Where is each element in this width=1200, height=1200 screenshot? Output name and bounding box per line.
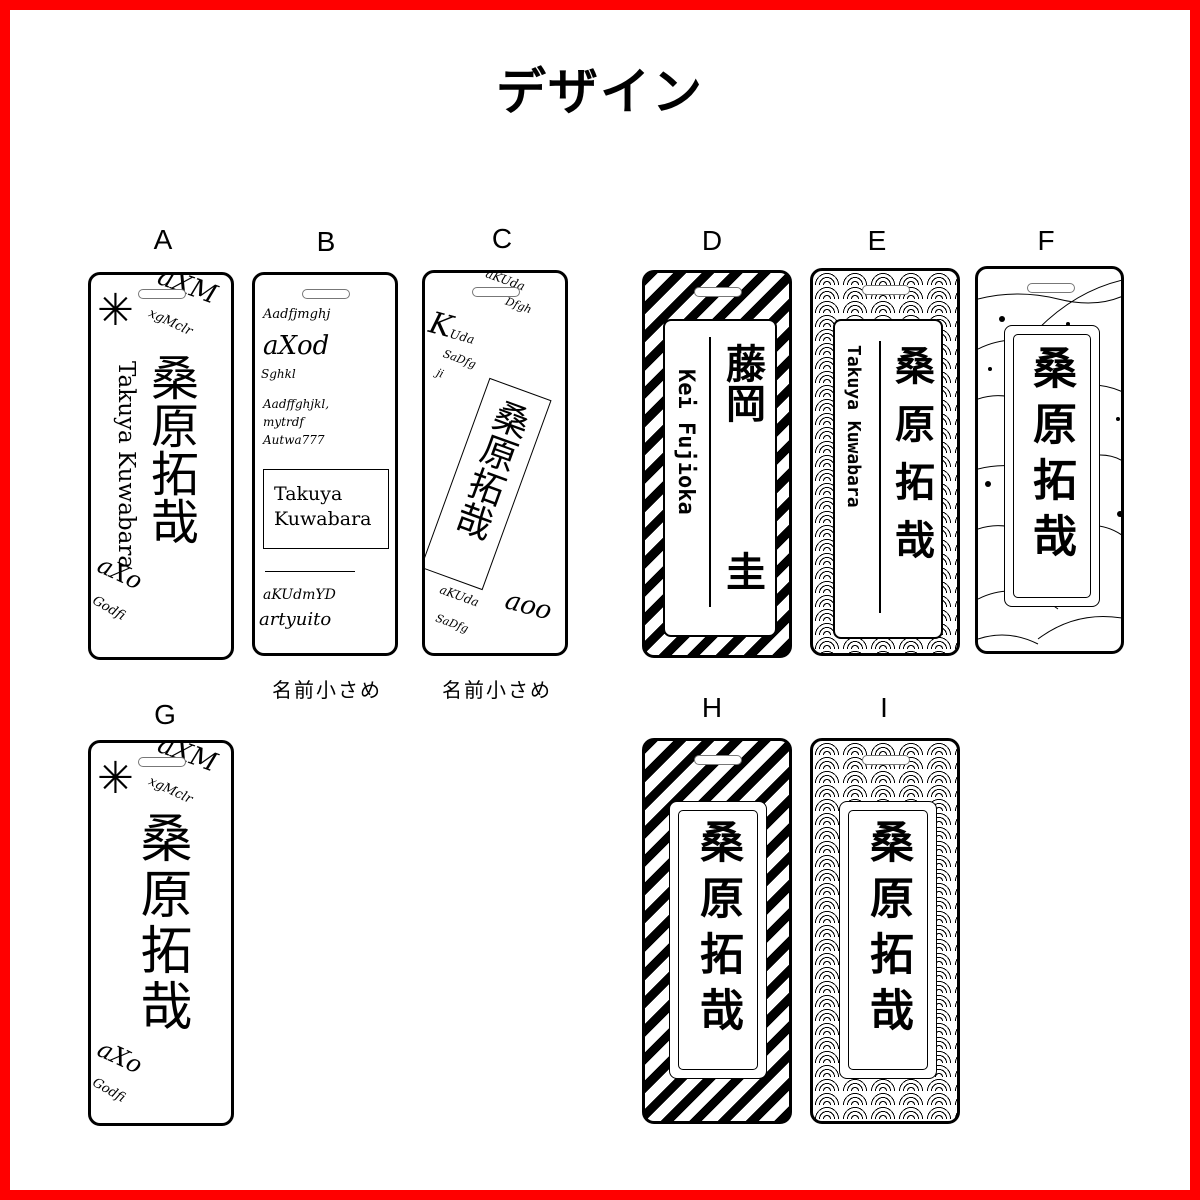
script-decoration: aXod [263,331,330,361]
script-decoration: Sghkl [261,367,296,381]
name-jp: 桑原拓哉 [862,819,913,1043]
name-box: Takuya Kuwabara [263,469,389,549]
name-jp: 桑原拓哉 [446,393,534,544]
design-h-card[interactable]: 桑原拓哉 [642,738,792,1124]
strap-slot [1026,283,1075,293]
strap-slot [302,289,350,299]
name-jp-family: 藤岡 [719,343,765,423]
strap-slot [472,287,520,297]
name-line1: Takuya [274,483,343,505]
script-decoration: aoo [501,585,555,627]
strap-slot [694,287,742,297]
script-decoration: Dfgh [503,294,534,317]
name-frame: 桑原拓哉 [425,377,552,591]
script-decoration: Godfi [89,1075,128,1106]
inner-panel: 桑原拓哉 [848,810,928,1070]
name-jp-given: 圭 [719,551,765,591]
label-b: B [316,226,336,257]
script-decoration: xgMclr [146,773,195,808]
inner-panel: 桑原拓哉 [678,810,758,1070]
label-d: D [701,225,723,256]
label-i: I [880,692,888,723]
label-h: H [701,692,723,723]
name-jp: 桑原拓哉 [142,353,198,545]
script-decoration: KUda [425,305,476,347]
divider-line [879,341,881,613]
name-jp: 桑原拓哉 [692,819,743,1043]
design-f-card[interactable]: 桑原拓哉 [975,266,1124,654]
page-title: デザイン [496,63,704,121]
design-e-card[interactable]: 桑原拓哉 Takuya Kuwabara [810,268,960,656]
flourish-divider [265,571,355,572]
label-a: A [153,224,173,255]
script-decoration: xgMclr [146,305,195,340]
name-panel: 藤岡 圭 Kei Fujioka [663,319,777,637]
name-jp: 桑原拓哉 [131,811,191,1035]
outer-panel: 桑原拓哉 [669,801,767,1079]
strap-slot [862,755,910,765]
name-en: Takuya Kuwabara [843,345,864,508]
script-decoration: SaDfg [433,611,471,636]
sparkle-icon: ✳ [97,753,134,804]
name-panel: 桑原拓哉 Takuya Kuwabara [833,319,943,639]
strap-slot [138,757,186,767]
caption-b: 名前小さめ [272,678,382,702]
label-e: E [867,225,887,256]
strap-slot [694,755,742,765]
caption-c: 名前小さめ [442,678,552,702]
label-c: C [491,223,513,254]
name-jp: 桑原拓哉 [888,345,934,577]
inner-panel: 桑原拓哉 [1013,334,1091,598]
label-g: G [154,699,176,730]
script-decoration: artyuito [259,609,332,630]
outer-panel: 桑原拓哉 [1004,325,1100,607]
divider-line [709,337,711,607]
outer-panel: 桑原拓哉 [839,801,937,1079]
name-jp: 桑原拓哉 [1025,345,1076,569]
design-a-card[interactable]: ✳ aXM xgMclr 桑原拓哉 Takuya Kuwabara aXo Go… [88,272,234,660]
script-decoration: Aadfjmghj [263,307,331,322]
label-f: F [1037,225,1055,256]
design-i-card[interactable]: 桑原拓哉 [810,738,960,1124]
design-d-card[interactable]: 藤岡 圭 Kei Fujioka [642,270,792,658]
design-g-card[interactable]: ✳ aXM xgMclr 桑原拓哉 aXo Godfi [88,740,234,1126]
strap-slot [862,285,910,295]
sparkle-icon: ✳ [97,285,134,336]
script-decoration: aKUdmYD [263,587,336,603]
name-en: Takuya Kuwabara [113,361,139,570]
name-en: Kei Fujioka [673,369,698,515]
script-decoration: aXo [93,1034,147,1080]
strap-slot [138,289,186,299]
script-decoration: Godfi [89,593,128,624]
name-line2: Kuwabara [274,508,372,530]
